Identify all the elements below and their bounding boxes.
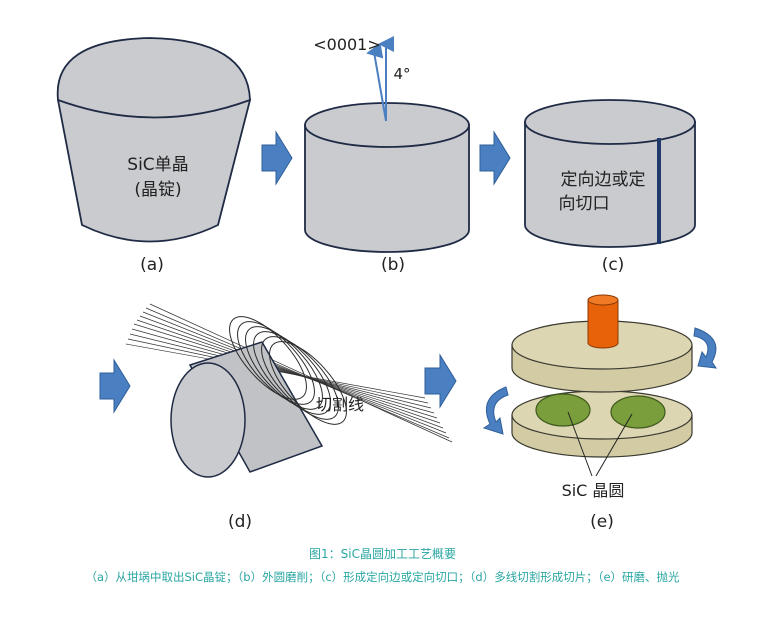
flat-text-line1: 定向边或定 <box>561 170 646 190</box>
cylinder-c-top <box>524 99 696 145</box>
tilted-axis-arrow <box>366 42 387 122</box>
figure-caption-body: （a）从坩埚中取出SiC晶锭；（b）外圆磨削；（c）形成定向边或定向切口；（d）… <box>85 570 680 584</box>
wafer-label: SiC 晶圆 <box>562 481 625 500</box>
panel-d-label: (d) <box>228 512 252 532</box>
flow-arrow-2 <box>479 130 511 186</box>
cut-cylinder-face <box>170 362 246 478</box>
panel-a: SiC单晶 (晶锭) (a) <box>56 37 252 275</box>
rotation-arrow-right <box>693 327 718 369</box>
ingot-dome <box>56 37 251 119</box>
drive-shaft-top <box>587 294 619 306</box>
wafer-right <box>610 395 666 429</box>
panel-a-label: (a) <box>140 255 164 275</box>
flow-arrow-4 <box>424 353 457 409</box>
angle-label: 4° <box>393 65 410 83</box>
flow-arrow-3 <box>99 358 131 414</box>
pointer-right <box>595 413 633 477</box>
panel-e-label: (e) <box>590 512 614 532</box>
flat-text-line2: 向切口 <box>559 194 610 214</box>
wire-label: 切割线 <box>316 395 364 414</box>
slice-rims <box>229 316 347 425</box>
axis-label: <0001> <box>313 35 381 54</box>
pointer-left <box>567 411 593 477</box>
ingot-text-line2: (晶锭) <box>134 180 181 200</box>
panel-c: 定向边或定 向切口 (c) <box>524 99 696 275</box>
flow-arrow-1 <box>261 130 293 186</box>
cylinder-b-body <box>304 124 470 253</box>
ingot-text-line1: SiC单晶 <box>127 155 188 175</box>
process-diagram: SiC单晶 (晶锭) (a) <0001> 4° (b) 定向边或定 向切口 (… <box>56 35 718 532</box>
cylinder-c-body <box>524 121 696 248</box>
panel-d: 切割线 (d) <box>125 303 453 532</box>
panel-b-label: (b) <box>381 255 405 275</box>
rotation-arrow-left <box>482 386 509 435</box>
drive-shaft <box>587 299 619 349</box>
figure-caption-title: 图1：SiC晶圆加工工艺概要 <box>309 547 456 561</box>
panel-b: <0001> 4° (b) <box>304 35 470 275</box>
panel-e: SiC 晶圆 (e) <box>482 294 718 532</box>
cutting-wires <box>125 303 453 443</box>
ingot-body <box>56 99 252 243</box>
panel-c-label: (c) <box>602 255 625 275</box>
wafer-left <box>535 393 591 427</box>
